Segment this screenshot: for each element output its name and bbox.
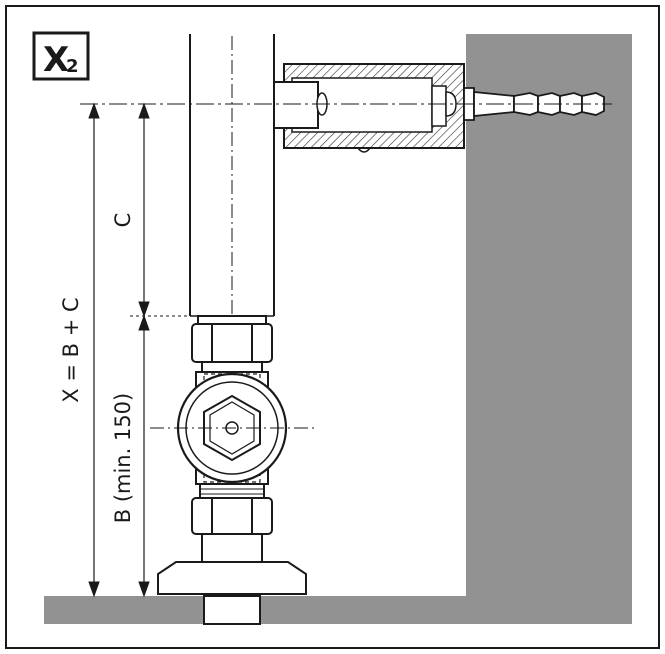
dimension-b xyxy=(138,314,150,598)
x2-badge: X 2 xyxy=(32,31,90,81)
floor-slab xyxy=(44,596,632,624)
dimension-b-label: B (min. 150) xyxy=(111,393,135,524)
floor-flange xyxy=(157,533,307,625)
wall xyxy=(466,34,632,600)
wall-connector xyxy=(273,63,465,153)
badge-subscript: 2 xyxy=(66,56,79,77)
lower-union-nut xyxy=(191,483,273,535)
dimension-c-label: C xyxy=(111,213,135,228)
badge-letter: X xyxy=(43,40,69,80)
upper-union-nut xyxy=(191,315,273,373)
dimension-c xyxy=(138,102,150,318)
dimension-x-label: X = B + C xyxy=(59,297,83,402)
dimension-x xyxy=(88,102,100,598)
